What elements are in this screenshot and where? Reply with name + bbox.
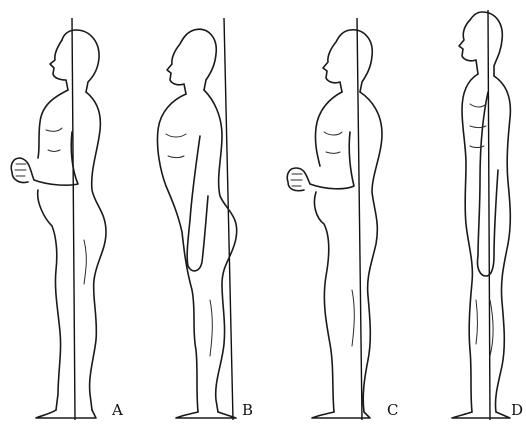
back-d [494,76,510,412]
head-b [167,29,216,94]
figure-d [452,10,510,420]
figure-label-d: D [511,403,523,418]
figure-label-c: C [387,403,398,418]
back-a [86,92,106,410]
head-a [50,30,99,92]
plumb-line-b [224,18,233,420]
front-d [462,74,478,412]
plumb-line-d [488,10,490,420]
figure-c [287,18,382,420]
arm-a [11,132,78,185]
front-a [38,90,68,410]
plumb-line-c [357,18,362,420]
front-b [157,94,198,412]
arm-c [287,132,354,191]
figure-label-b: B [242,403,253,418]
feet-b [176,412,236,418]
plumb-line-a [72,18,75,420]
figure-label-a: A [112,403,123,418]
feet-d [452,412,510,418]
head-d [459,12,502,76]
figure-b [157,18,236,420]
arm-b [187,136,208,271]
figure-a [11,18,106,420]
head-c [323,30,372,92]
back-c [360,92,382,412]
feet-a [36,410,96,418]
front-c [314,92,342,412]
arm-d [477,92,498,276]
